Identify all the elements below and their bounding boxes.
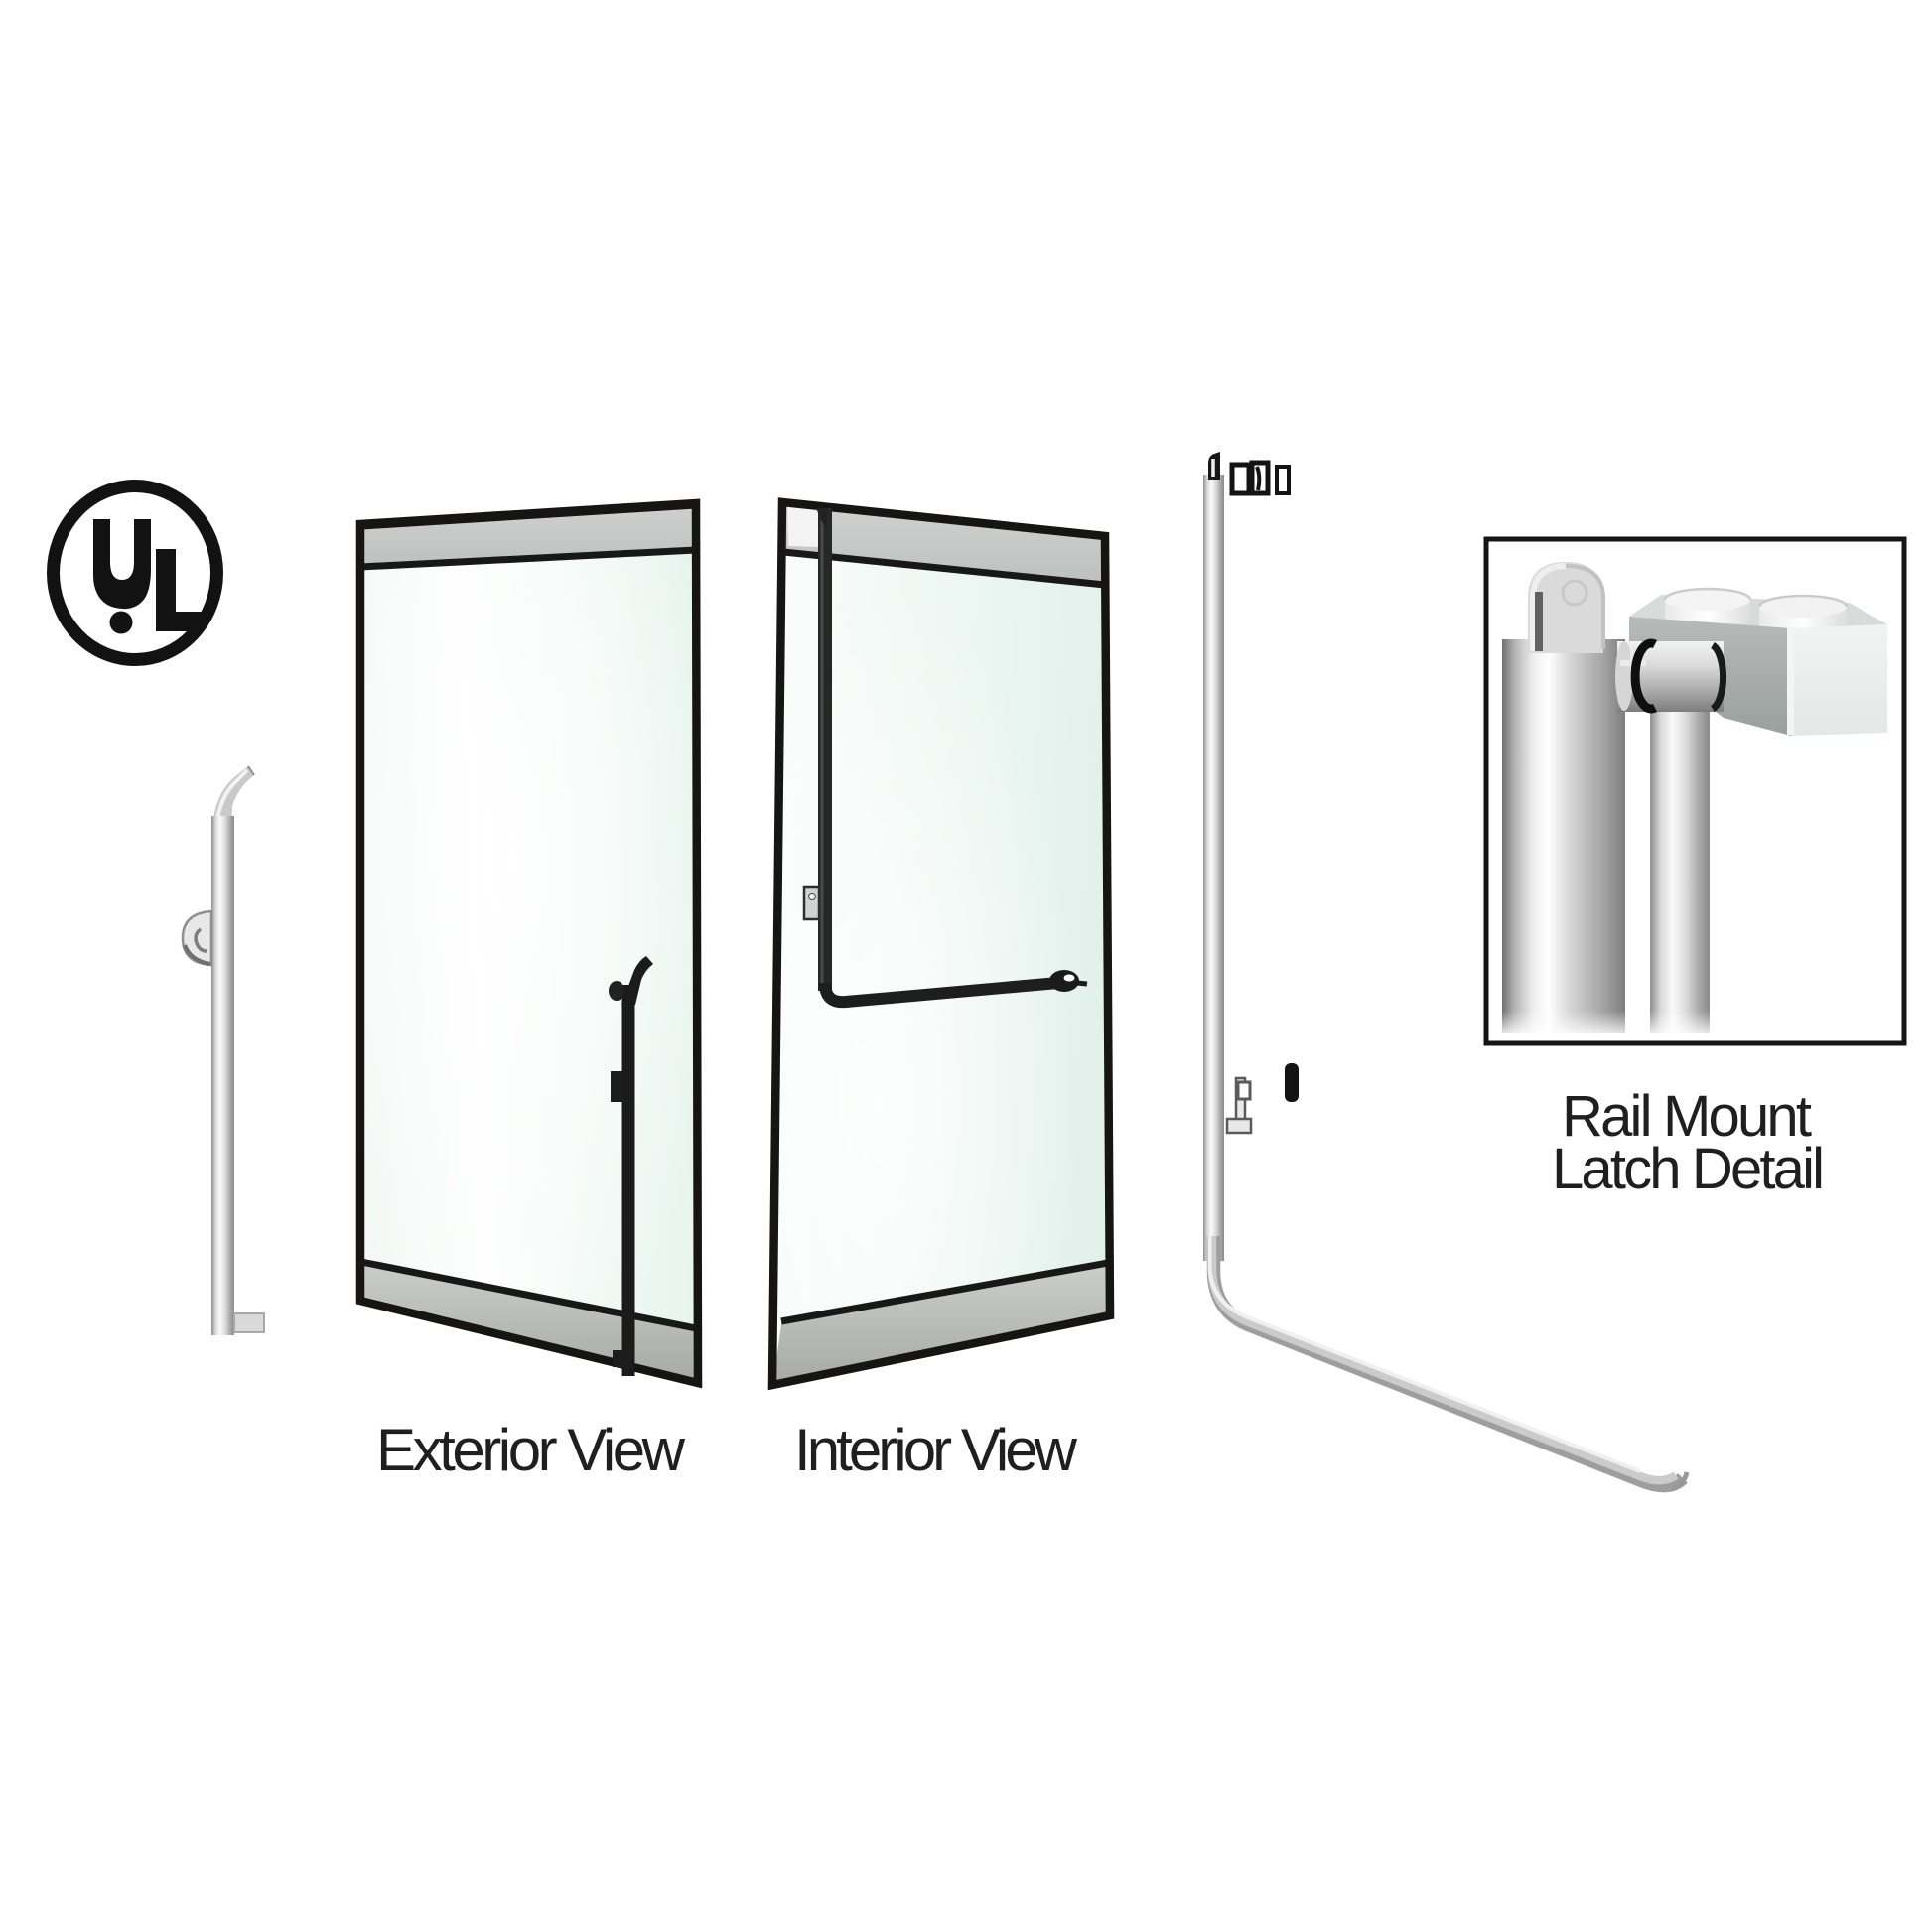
svg-text:Rail Mount: Rail Mount [1562,1084,1812,1149]
svg-text:Latch Detail: Latch Detail [1552,1137,1825,1201]
svg-text:Exterior View: Exterior View [376,1417,686,1483]
svg-text:Interior View: Interior View [794,1417,1078,1483]
